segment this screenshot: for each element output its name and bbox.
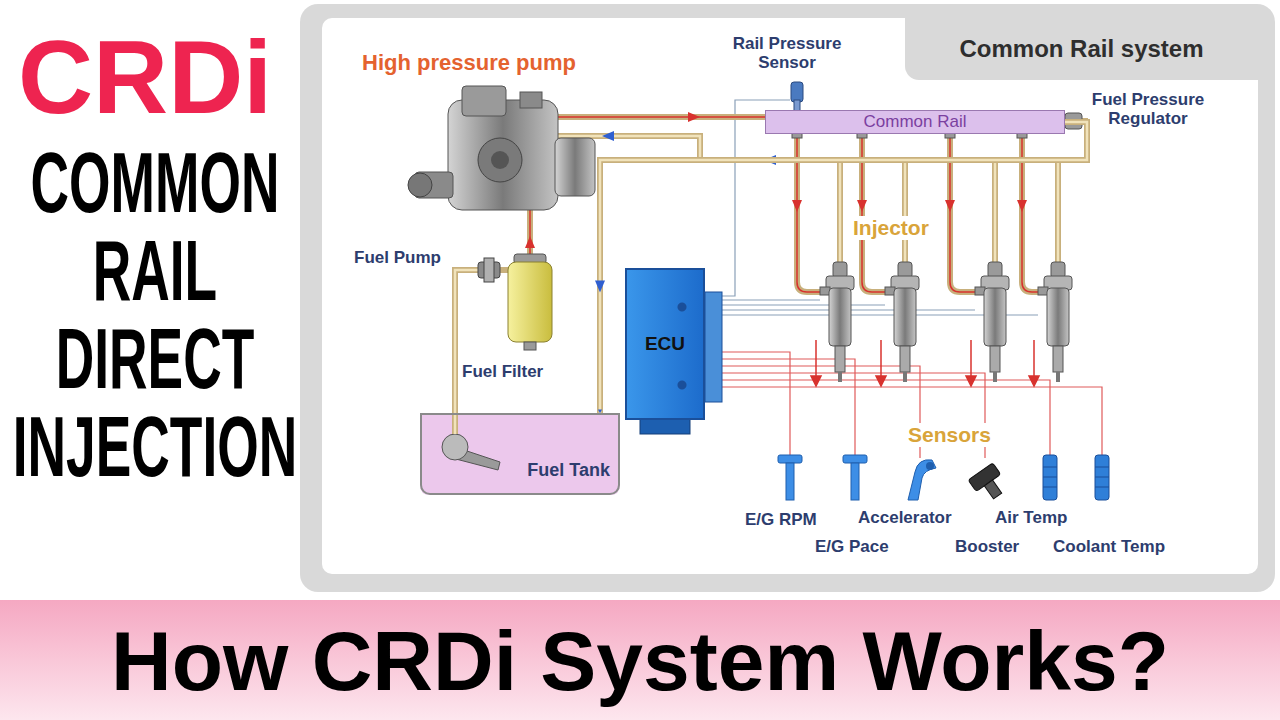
- part-label: Injector: [850, 216, 932, 240]
- injector-symbol: [975, 262, 1009, 382]
- high-pressure-cores: [530, 117, 1038, 292]
- part-label: Fuel Pressure Regulator: [1068, 90, 1228, 128]
- common-rail-bar: Common Rail: [765, 110, 1065, 134]
- caption: How CRDi System Works?: [0, 616, 1280, 706]
- caption-band: [0, 600, 1280, 720]
- node-text: ECU: [645, 333, 685, 355]
- accelerator-sensor: [908, 460, 936, 500]
- sensor-wires: [722, 352, 1102, 458]
- fuel-pump: [478, 258, 500, 282]
- injector-symbol: [885, 262, 919, 382]
- node-text: Common Rail system: [959, 35, 1203, 63]
- injector-symbol: [1038, 262, 1072, 382]
- coolant-sensor: [1095, 455, 1109, 500]
- fuel-filter: [508, 254, 552, 350]
- title-tab: Common Rail system: [905, 18, 1258, 80]
- ecu-box: ECU: [625, 268, 705, 420]
- tank-fill: [420, 413, 620, 495]
- part-label: E/G Pace: [815, 537, 889, 556]
- node-text: Common Rail: [864, 112, 967, 132]
- rail-pressure-sensor: [791, 82, 803, 111]
- fuel-tank: Fuel Tank: [420, 413, 620, 495]
- flow-arrow: [595, 281, 605, 293]
- part-label: Sensors: [905, 423, 994, 447]
- high-pressure-pump: [408, 86, 595, 210]
- part-label: E/G RPM: [745, 510, 817, 529]
- panel-frame: [300, 4, 1275, 592]
- air-temp-sensor: [968, 463, 1010, 505]
- injector-symbol: [820, 262, 854, 382]
- booster-sensor: [1043, 455, 1057, 500]
- rpm-sensor: [778, 455, 802, 500]
- part-label: Accelerator: [858, 508, 952, 527]
- title: CRDi: [18, 22, 272, 132]
- part-label: Air Temp: [995, 508, 1067, 527]
- part-label: Booster: [955, 537, 1019, 556]
- part-label: Coolant Temp: [1053, 537, 1165, 556]
- ecu-connector: [705, 292, 722, 402]
- part-label: Rail Pressure Sensor: [712, 34, 862, 72]
- headline: COMMON RAIL DIRECT INJECTION: [13, 138, 297, 490]
- part-label: Fuel Filter: [462, 362, 543, 381]
- part-label: High pressure pump: [362, 50, 576, 76]
- pace-sensor: [843, 455, 867, 500]
- tank-pump: [442, 434, 468, 460]
- panel-ground: [322, 18, 1258, 574]
- ecu-mount: [640, 418, 690, 434]
- part-label: Fuel Pump: [354, 248, 441, 267]
- node-text: Fuel Tank: [527, 460, 610, 481]
